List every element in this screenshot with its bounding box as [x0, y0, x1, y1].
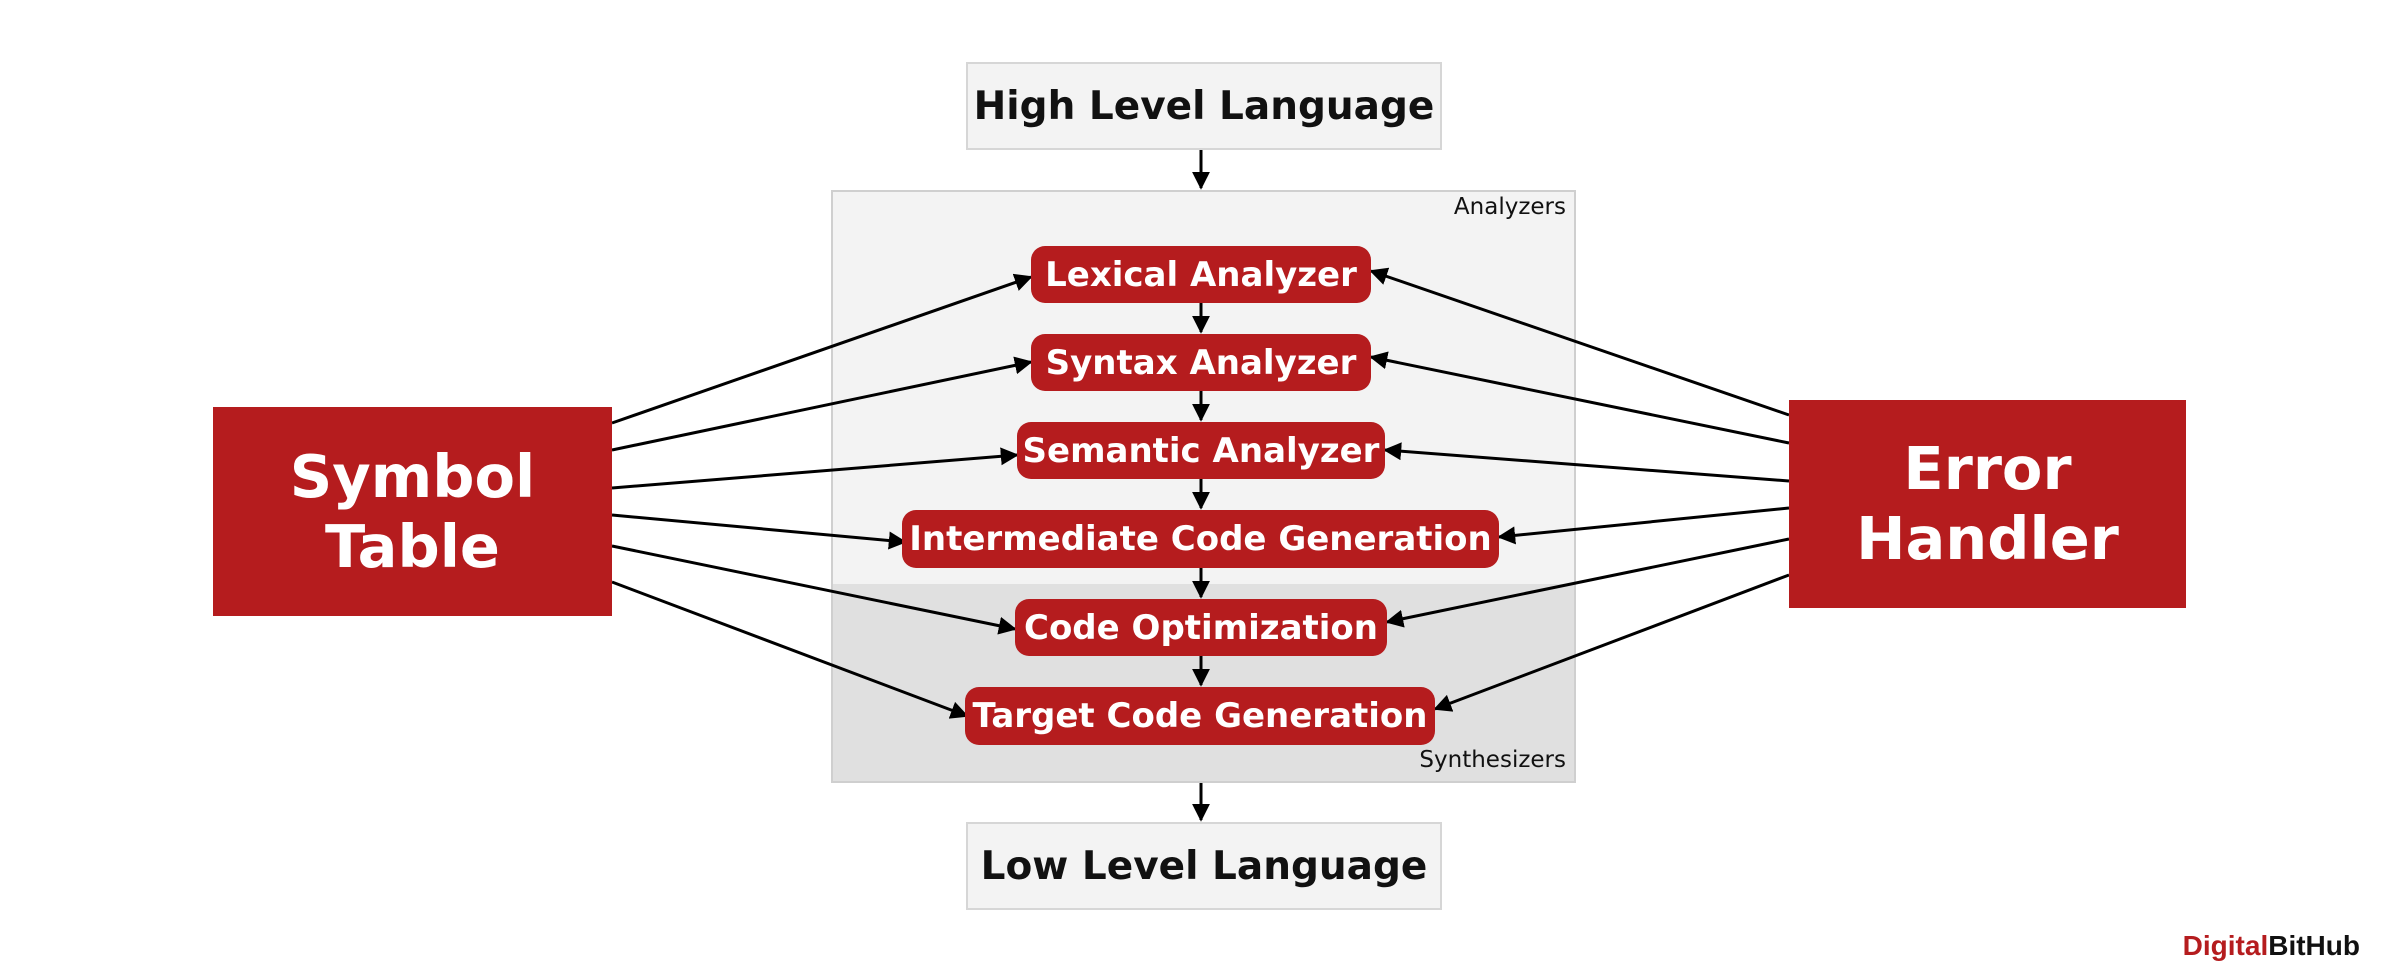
symbol-arrow-3 [611, 447, 1019, 490]
error-handler-box: Error Handler [1789, 400, 2186, 608]
brand-part2: BitHub [2268, 930, 2360, 961]
error-handler-line1: Error [1903, 434, 2072, 504]
stage-label: Syntax Analyzer [1045, 342, 1357, 383]
stage-code-optimization: Code Optimization [1015, 599, 1387, 656]
symbol-arrow-6 [611, 580, 969, 719]
high-level-language-box: High Level Language [966, 62, 1442, 150]
stage-label: Intermediate Code Generation [909, 519, 1492, 559]
stage-label: Lexical Analyzer [1045, 254, 1357, 295]
stage-target-code-generation: Target Code Generation [965, 687, 1435, 745]
stage-label: Semantic Analyzer [1022, 430, 1380, 471]
symbol-table-line2: Table [325, 511, 500, 581]
symbol-arrow-4 [611, 513, 907, 550]
stage-lexical-analyzer: Lexical Analyzer [1031, 246, 1371, 303]
symbol-arrow-2 [611, 356, 1033, 452]
low-level-language-label: Low Level Language [980, 843, 1428, 889]
error-arrow-4 [1497, 506, 1790, 545]
symbol-table-line1: Symbol [289, 441, 536, 511]
low-level-language-box: Low Level Language [966, 822, 1442, 910]
brand-logo: DigitalBitHub [2183, 930, 2360, 962]
synthesizers-label: Synthesizers [1419, 747, 1566, 773]
error-arrow-5 [1385, 537, 1790, 628]
stage-syntax-analyzer: Syntax Analyzer [1031, 334, 1371, 391]
stage-semantic-analyzer: Semantic Analyzer [1017, 422, 1385, 479]
symbol-arrow-1 [611, 273, 1033, 425]
high-level-language-label: High Level Language [973, 83, 1435, 129]
brand-part1: Digital [2182, 930, 2269, 961]
stage-intermediate-code-generation: Intermediate Code Generation [902, 510, 1499, 568]
error-handler-line2: Handler [1856, 504, 2119, 573]
error-arrow-3 [1383, 442, 1790, 483]
error-arrow-6 [1433, 573, 1790, 712]
analyzers-label: Analyzers [1453, 194, 1566, 220]
error-arrow-2 [1369, 351, 1790, 445]
error-arrow-1 [1369, 267, 1790, 417]
stage-label: Code Optimization [1024, 607, 1378, 648]
symbol-arrow-5 [611, 544, 1017, 635]
stage-label: Target Code Generation [972, 696, 1428, 736]
symbol-table-box: Symbol Table [213, 407, 612, 616]
